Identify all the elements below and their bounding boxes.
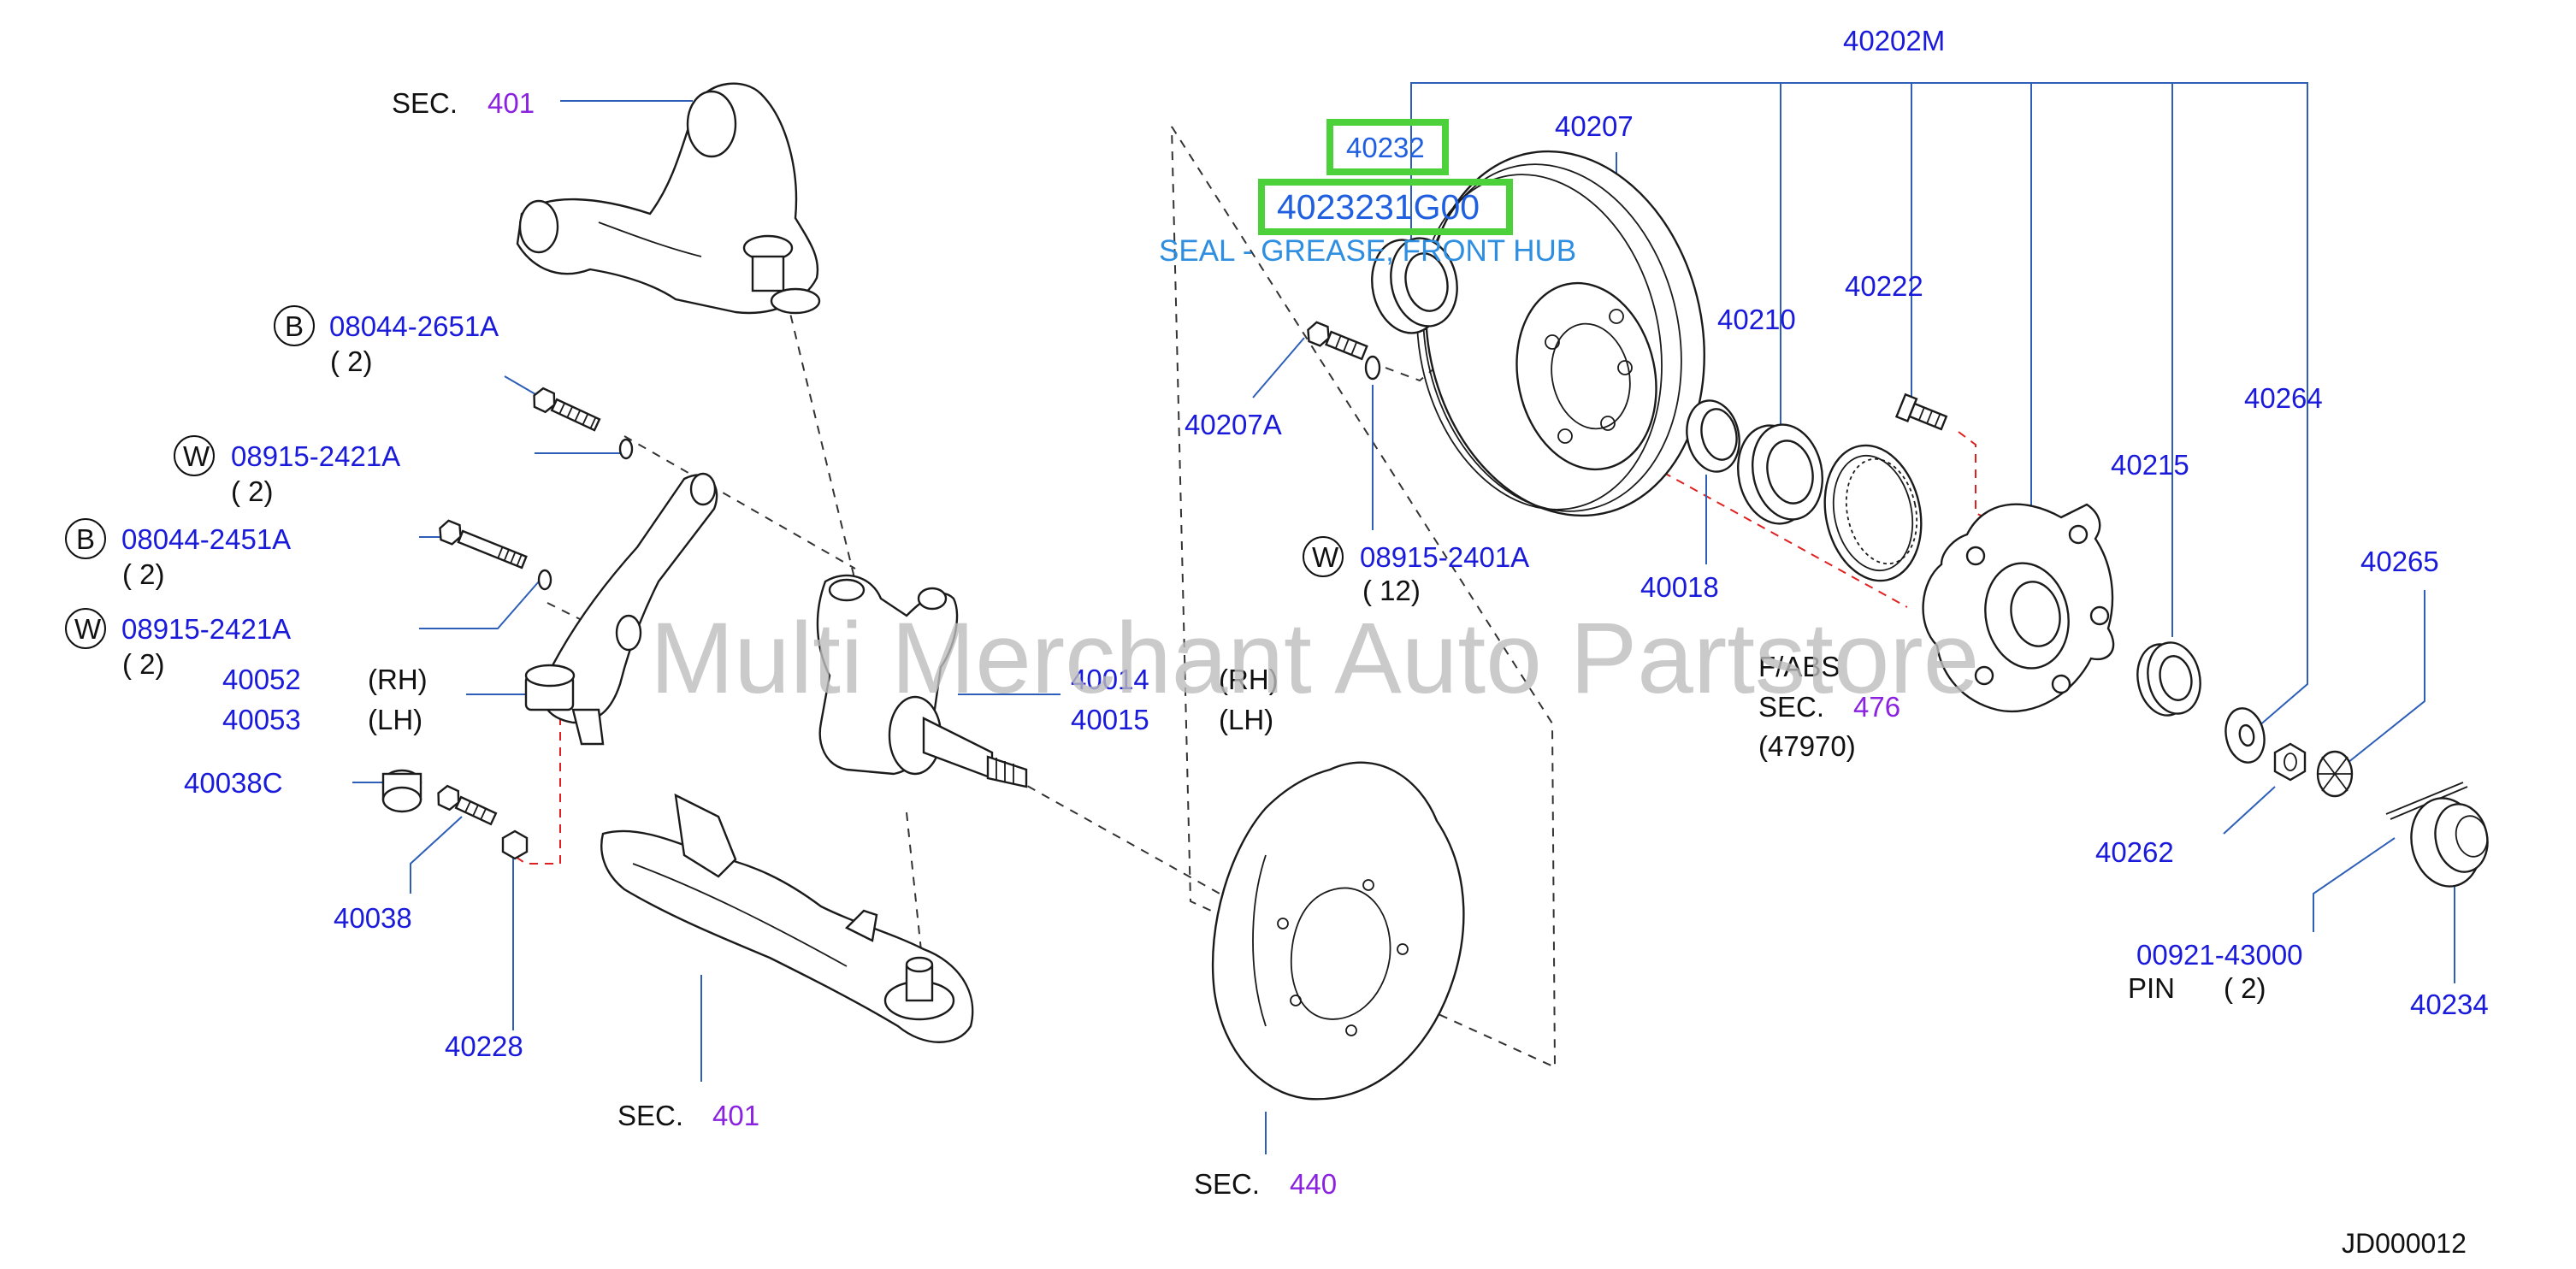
label-sec-upper-word: SEC. [392,87,458,119]
lower-control-arm-illustration [600,793,974,1043]
label-40264[interactable]: 40264 [2244,382,2323,414]
label-00921-43000[interactable]: 00921-43000 [2136,939,2303,971]
label-40215[interactable]: 40215 [2111,449,2189,481]
label-08915-2421a-top[interactable]: 08915-2421A [231,440,400,472]
grease-seal-illustration [1371,237,1458,334]
label-qty-d: ( 2) [122,648,165,680]
label-08915-2401a[interactable]: 08915-2401A [1360,541,1529,573]
label-40207a[interactable]: 40207A [1185,409,1282,440]
label-sec-shield-word: SEC. [1194,1168,1260,1200]
label-40052[interactable]: 40052 [222,664,301,695]
grease-cap-illustration [2410,797,2489,888]
marker-w-letter: W [183,440,210,472]
hub-bolt-illustration [1894,393,1948,431]
label-lh-knuckle: (LH) [1219,704,1273,735]
marker-w-letter: W [74,613,102,645]
marker-w-08915-2421a-bottom: W [65,608,106,649]
label-40038[interactable]: 40038 [334,902,412,934]
highlight-group[interactable]: 40232 4023231G00 SEAL - GREASE, FRONT HU… [1159,119,1576,268]
marker-b-letter: B [285,310,304,342]
marker-w-08915-2401a: W [1303,536,1344,577]
label-rh: (RH) [368,664,428,695]
label-40202m[interactable]: 40202M [1843,25,1945,56]
nut-40262-illustration [2273,742,2307,782]
label-40053[interactable]: 40053 [222,704,301,735]
label-rh-knuckle: (RH) [1219,664,1279,695]
label-qty-12: ( 12) [1362,575,1421,606]
label-pin-qty: ( 2) [2224,972,2266,1004]
outer-bearing-illustration [2136,641,2201,717]
highlight-box-4023231g00[interactable] [1258,179,1513,235]
label-pin: PIN [2128,972,2175,1004]
rotor-bolt-illustration [1307,321,1381,381]
upper-control-arm-illustration [516,82,821,315]
highlight-box-40232[interactable] [1326,119,1449,175]
label-40262[interactable]: 40262 [2095,836,2174,868]
label-sec-440[interactable]: 440 [1290,1168,1337,1200]
label-lh: (LH) [368,704,422,735]
highlight-description: SEAL - GREASE, FRONT HUB [1159,234,1576,268]
washer-40264-illustration [2224,707,2266,764]
label-40222[interactable]: 40222 [1845,270,1923,302]
steering-knuckle-illustration [816,574,1028,788]
label-fabs: F/ABS [1758,651,1840,682]
marker-b-08044-2651a: B [274,305,315,346]
label-40228[interactable]: 40228 [445,1030,523,1062]
label-40234[interactable]: 40234 [2410,989,2489,1020]
watermark: Multi Merchant Auto Partstore [650,602,1979,715]
disc-rotor-illustration [1416,150,1705,517]
label-sec-lower-word: SEC. [617,1100,683,1131]
nut-lock-illustration [2316,750,2354,798]
label-40265[interactable]: 40265 [2360,546,2439,577]
marker-w-letter: W [1312,541,1339,573]
wheel-hub-illustration [1922,503,2115,713]
label-sec-abs-word: SEC. [1758,691,1824,723]
label-sec-401-lower[interactable]: 401 [712,1100,759,1131]
steering-arm-illustration [524,472,718,746]
label-sec-401-upper[interactable]: 401 [487,87,535,119]
label-40014[interactable]: 40014 [1071,664,1149,695]
label-40038c[interactable]: 40038C [184,767,283,799]
label-qty-c: ( 2) [122,558,165,590]
label-qty-a: ( 2) [330,345,373,377]
label-40210[interactable]: 40210 [1717,304,1796,335]
right-labels: 40202M 40207 40210 40222 40264 40215 402… [1185,25,2489,1020]
highlight-part-number[interactable]: 40232 [1346,132,1425,163]
label-40207[interactable]: 40207 [1555,110,1634,142]
highlight-alt-part-number[interactable]: 4023231G00 [1277,187,1480,227]
marker-w-08915-2421a-top: W [174,435,215,476]
diagram-id: JD000012 [2342,1228,2467,1259]
label-08044-2651a[interactable]: 08044-2651A [329,310,499,342]
label-40018[interactable]: 40018 [1640,571,1719,603]
label-47970: (47970) [1758,730,1856,762]
label-sec-476[interactable]: 476 [1853,691,1900,723]
label-08915-2421a-bottom[interactable]: 08915-2421A [121,613,291,645]
left-hardware-illustration [381,387,634,860]
label-40015[interactable]: 40015 [1071,704,1149,735]
bearing-40210-illustration [1736,423,1824,525]
label-08044-2451a[interactable]: 08044-2451A [121,523,291,555]
marker-b-08044-2451a: B [65,518,106,559]
seal-40018-illustration [1686,399,1740,473]
left-labels: SEC. 401 B 08044-2651A ( 2) W 08915-2421… [65,87,1337,1200]
marker-b-letter: B [76,523,95,555]
label-qty-b: ( 2) [231,475,274,507]
abs-sensor-rotor-illustration [1823,444,1923,582]
dust-shield-illustration [1211,761,1465,1101]
